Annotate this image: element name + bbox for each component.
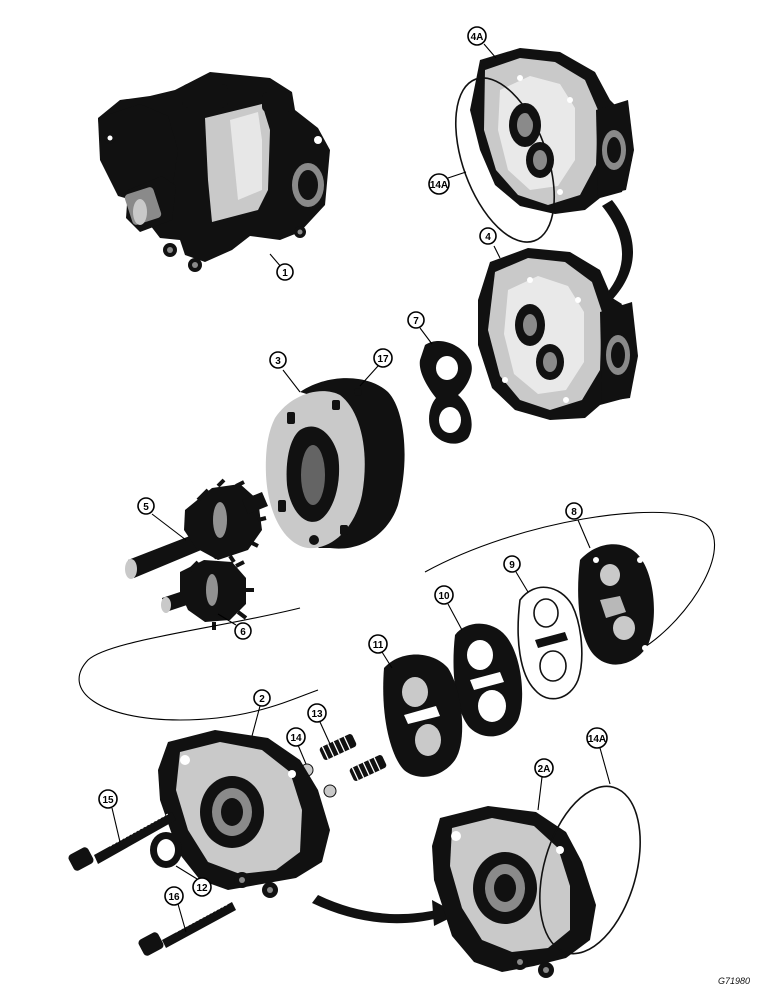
svg-text:3: 3 [275, 356, 281, 367]
gasket-10-part [453, 623, 523, 737]
svg-text:1: 1 [282, 268, 288, 279]
callout-14a-top: 14A [428, 173, 450, 195]
svg-text:8: 8 [571, 507, 577, 518]
callout-7: 7 [407, 311, 425, 329]
callout-2a: 2A [534, 758, 554, 778]
svg-text:6: 6 [240, 627, 246, 638]
wear-plate-11-part [383, 654, 463, 777]
callout-13: 13 [307, 703, 327, 723]
svg-text:2A: 2A [538, 764, 551, 775]
callout-10: 10 [434, 585, 454, 605]
callout-5: 5 [137, 497, 155, 515]
idler-gear-6-part [161, 550, 254, 630]
svg-text:12: 12 [196, 883, 208, 894]
gear-housing-3-part [265, 378, 405, 549]
rear-housing-4a-part [454, 48, 634, 243]
svg-text:10: 10 [438, 591, 450, 602]
callout-15: 15 [98, 789, 118, 809]
svg-text:11: 11 [373, 640, 384, 651]
svg-text:4: 4 [485, 232, 491, 243]
o-ring-14a-top [454, 77, 556, 243]
springs-13-part [319, 734, 387, 781]
arrow-2-to-2a [312, 895, 438, 924]
o-ring-14a-bottom [539, 785, 641, 955]
svg-text:13: 13 [311, 709, 323, 720]
callout-4: 4 [479, 227, 497, 245]
svg-text:15: 15 [102, 795, 114, 806]
bolt-15-part [68, 812, 176, 871]
arrow-4a-to-4 [602, 200, 633, 300]
drive-gear-5-part [125, 478, 268, 579]
callout-9: 9 [503, 555, 521, 573]
svg-text:14A: 14A [430, 180, 448, 191]
callout-4a: 4A [467, 26, 487, 46]
rear-housing-4-part [478, 248, 638, 420]
svg-text:9: 9 [509, 560, 515, 571]
front-housing-2a-part [432, 785, 641, 978]
callout-11: 11 [368, 634, 388, 654]
svg-text:4A: 4A [471, 32, 484, 43]
svg-text:17: 17 [377, 354, 389, 365]
pump-assembly-part [98, 72, 330, 272]
callout-2: 2 [253, 689, 271, 707]
callout-6: 6 [234, 622, 252, 640]
gasket-7-part [419, 340, 472, 444]
bolt-16-part [138, 902, 236, 956]
plate-8-part [578, 544, 654, 665]
callout-1: 1 [276, 263, 294, 281]
svg-text:16: 16 [168, 892, 180, 903]
figure-reference-code: G71980 [717, 976, 750, 986]
callout-12: 12 [192, 877, 212, 897]
svg-text:14: 14 [290, 733, 302, 744]
assembly-guide-line [78, 511, 716, 721]
callout-17: 17 [373, 348, 393, 368]
svg-text:14A: 14A [588, 734, 606, 745]
callout-8: 8 [565, 502, 583, 520]
callout-16: 16 [164, 886, 184, 906]
callout-3: 3 [269, 351, 287, 369]
callout-14a-bottom: 14A [586, 727, 608, 749]
svg-text:7: 7 [413, 316, 419, 327]
svg-text:5: 5 [143, 502, 149, 513]
seal-plate-9-part [517, 586, 583, 700]
front-housing-2-part [158, 730, 330, 898]
callout-14: 14 [286, 727, 306, 747]
shaft-seal-12-part [150, 832, 182, 868]
svg-text:2: 2 [259, 694, 265, 705]
